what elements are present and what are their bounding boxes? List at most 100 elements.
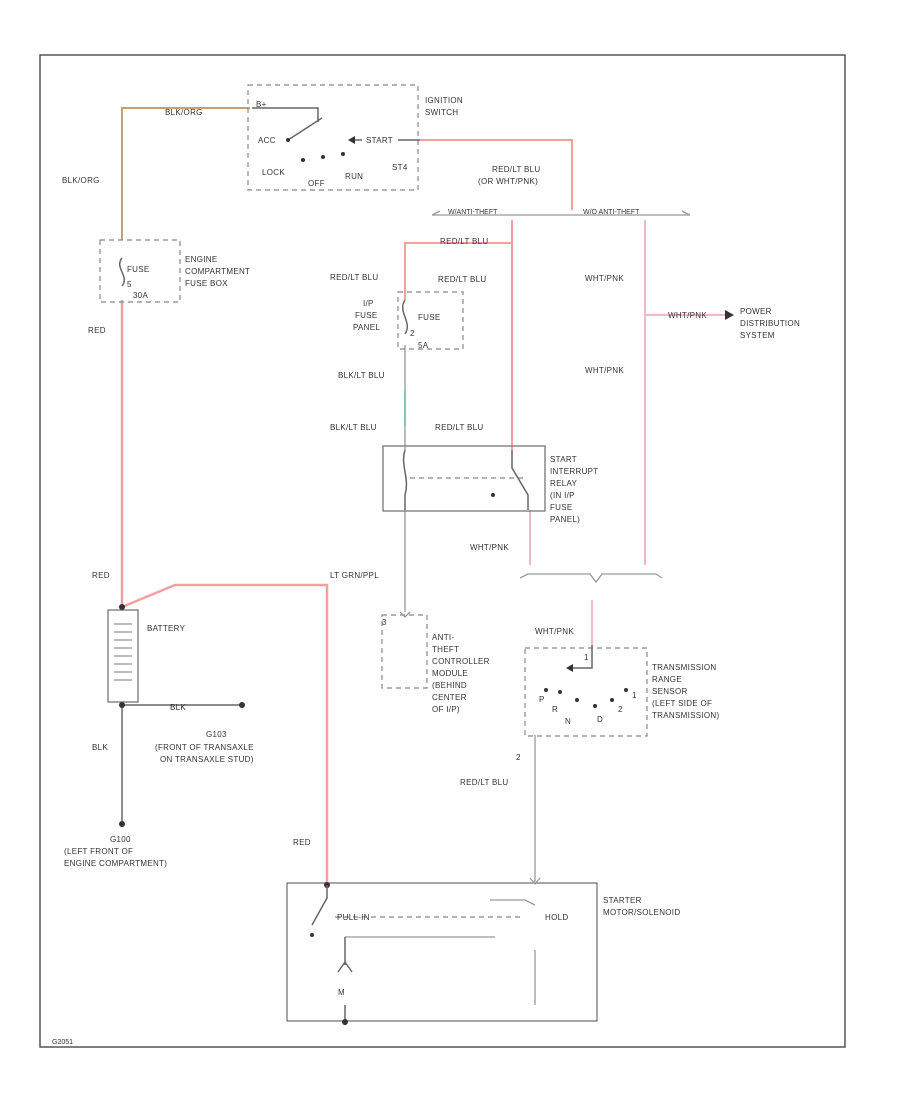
trs-label-3: SENSOR bbox=[652, 687, 688, 696]
wire-blk-short-label: BLK bbox=[170, 703, 186, 712]
wo-anti-theft-label: W/O ANTI-THEFT bbox=[583, 209, 640, 216]
trs-box bbox=[524, 647, 648, 737]
starter-contact-terminal bbox=[310, 933, 314, 937]
reference-code: G2051 bbox=[52, 1039, 73, 1046]
wire-red-label-1: RED bbox=[88, 326, 106, 335]
anti-theft-module-label-2: THEFT bbox=[432, 645, 459, 654]
starter-label-1: STARTER bbox=[603, 896, 642, 905]
wire-blk-org-top-label: BLK/ORG bbox=[165, 108, 203, 117]
engine-fuse-label-3: 30A bbox=[133, 291, 148, 300]
starter-box bbox=[286, 882, 598, 1022]
ground-g100-symbol bbox=[119, 821, 125, 827]
ip-fuse-label-2: 2 bbox=[410, 329, 415, 338]
ground-g103-label-2: (FRONT OF TRANSAXLE bbox=[155, 743, 254, 752]
ignition-run-terminal bbox=[341, 152, 345, 156]
relay-label-2: INTERRUPT bbox=[550, 467, 598, 476]
engine-fuse-box bbox=[99, 239, 181, 303]
ignition-s-label: ST4 bbox=[392, 163, 408, 172]
ignition-switch-contact bbox=[252, 107, 323, 141]
power-distribution-label-3: SYSTEM bbox=[740, 331, 775, 340]
ignition-off-label: OFF bbox=[308, 179, 325, 188]
trs-label-2: RANGE bbox=[652, 675, 682, 684]
trs-label-1: TRANSMISSION bbox=[652, 663, 717, 672]
wire-wht-pnk-label-3: WHT/PNK bbox=[668, 311, 707, 320]
ip-fuse-panel-box bbox=[397, 291, 464, 350]
wire-wht-pnk-label-5: WHT/PNK bbox=[535, 627, 574, 636]
anti-theft-module-label-1: ANTI- bbox=[432, 633, 454, 642]
anti-theft-input-arrow bbox=[399, 611, 411, 618]
engine-fuse-label-2: 5 bbox=[127, 280, 132, 289]
relay-label-4: (IN I/P bbox=[550, 491, 575, 500]
ground-g100-label-1: G100 bbox=[110, 835, 131, 844]
power-distribution-arrowhead bbox=[725, 310, 734, 320]
trs-pin-r: R bbox=[552, 705, 558, 714]
trs-pin-d: D bbox=[597, 715, 603, 724]
wire-wht-pnk-label-4: WHT/PNK bbox=[470, 543, 509, 552]
relay-label-5: FUSE bbox=[550, 503, 573, 512]
wire-red-ltblu-label-2: RED/LT BLU bbox=[330, 273, 379, 282]
wire-blk-label: BLK bbox=[92, 743, 108, 752]
trs-pin-ref-2: 2 bbox=[516, 753, 521, 762]
starter-control-arrow bbox=[529, 877, 541, 886]
hold-label: HOLD bbox=[545, 913, 568, 922]
ignition-switch-label-1: IGNITION bbox=[425, 96, 463, 105]
trs-pin-1: 1 bbox=[632, 691, 637, 700]
relay-coil bbox=[402, 449, 408, 510]
ignition-acc-label: ACC bbox=[258, 136, 276, 145]
ip-fuse-label-3: 5A bbox=[418, 341, 429, 350]
anti-theft-module-box bbox=[381, 614, 428, 689]
wire-wht-pnk-label-2: WHT/PNK bbox=[585, 366, 624, 375]
ignition-off-terminal bbox=[321, 155, 325, 159]
ip-fuse-label-1: FUSE bbox=[418, 313, 441, 322]
starter-motor-lead bbox=[337, 937, 353, 973]
power-distribution-label-2: DISTRIBUTION bbox=[740, 319, 800, 328]
ground-g103-label-1: G103 bbox=[206, 730, 227, 739]
starter-hold-line bbox=[490, 899, 536, 906]
wire-brace bbox=[519, 573, 663, 584]
power-distribution-label-1: POWER bbox=[740, 307, 772, 316]
ignition-lock-terminal bbox=[301, 158, 305, 162]
ignition-run-label: RUN bbox=[345, 172, 363, 181]
engine-fuse-label-1: FUSE bbox=[127, 265, 150, 274]
wire-red-label-3: RED bbox=[293, 838, 311, 847]
relay-label-6: PANEL) bbox=[550, 515, 580, 524]
trs-pin-p: P bbox=[539, 695, 545, 704]
ignition-switch-label-2: SWITCH bbox=[425, 108, 458, 117]
anti-theft-module-label-3: CONTROLLER bbox=[432, 657, 490, 666]
wire-red-ltblu-label-1: RED/LT BLU bbox=[440, 237, 489, 246]
battery-negative-terminal bbox=[119, 702, 125, 708]
ignition-b-label: B+ bbox=[256, 100, 267, 109]
ground-g103-label-3: ON TRANSAXLE STUD) bbox=[160, 755, 254, 764]
anti-theft-pin-label: 3 bbox=[382, 618, 387, 627]
trs-input bbox=[570, 645, 593, 669]
anti-theft-module-label-6: CENTER bbox=[432, 693, 467, 702]
engine-fuse-box-label-3: FUSE BOX bbox=[185, 279, 228, 288]
ignition-lock-label: LOCK bbox=[262, 168, 285, 177]
ground-g103-symbol bbox=[239, 702, 245, 708]
anti-theft-module-label-5: (BEHIND bbox=[432, 681, 467, 690]
trs-label-4: (LEFT SIDE OF bbox=[652, 699, 712, 708]
ignition-switch-terminal bbox=[286, 138, 290, 142]
starter-ground-terminal bbox=[342, 1019, 348, 1025]
ip-fuse-symbol bbox=[402, 299, 408, 335]
trs-contacts bbox=[544, 688, 628, 708]
wire-splice-bar-end bbox=[431, 210, 691, 216]
trs-pin-2: 2 bbox=[618, 705, 623, 714]
wire-red-ltblu-label-4: RED/LT BLU bbox=[435, 423, 484, 432]
starter-label-2: MOTOR/SOLENOID bbox=[603, 908, 680, 917]
relay-label-3: RELAY bbox=[550, 479, 578, 488]
ground-g100-label-3: ENGINE COMPARTMENT) bbox=[64, 859, 167, 868]
battery-label: BATTERY bbox=[147, 624, 186, 633]
start-interrupt-relay-box bbox=[382, 445, 546, 512]
wire-red-ltblu-or-label-1: RED/LT BLU bbox=[492, 165, 541, 174]
engine-fuse-symbol bbox=[119, 257, 125, 287]
wire-red-ltblu-label-3: RED/LT BLU bbox=[438, 275, 487, 284]
pull-in-label: PULL-IN bbox=[337, 913, 370, 922]
wire-red-ltblu-fuse-feed bbox=[404, 220, 513, 300]
wire-red-ltblu-label-5: RED/LT BLU bbox=[460, 778, 509, 787]
ip-fuse-panel-label-2: FUSE bbox=[355, 311, 378, 320]
anti-theft-module-label-4: MODULE bbox=[432, 669, 468, 678]
wire-red-starter-feed bbox=[121, 583, 329, 885]
anti-theft-module-label-7: OF I/P) bbox=[432, 705, 460, 714]
wire-blk-lt-blu-label-1: BLK/LT BLU bbox=[338, 371, 385, 380]
